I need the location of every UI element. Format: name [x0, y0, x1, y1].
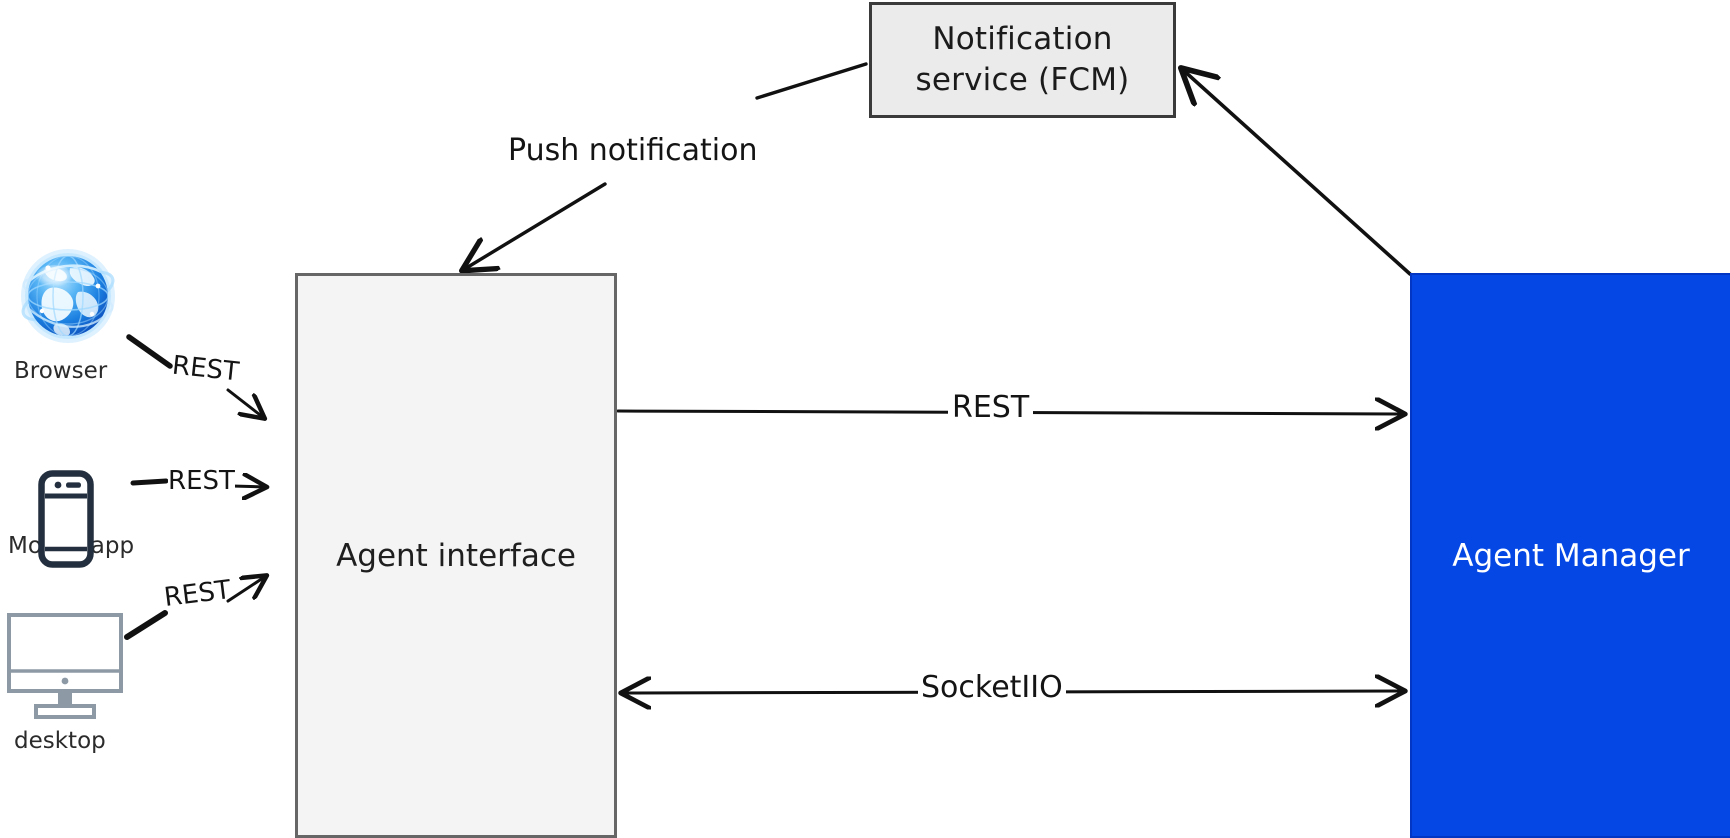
- edge-fcm-to-agent-interface: [463, 62, 868, 270]
- globe-icon: [21, 249, 115, 343]
- browser-client[interactable]: [6, 248, 134, 348]
- mobile-client[interactable]: [38, 470, 94, 568]
- desktop-caption: desktop: [14, 728, 106, 754]
- node-notification-service-line2: service (FCM): [915, 62, 1130, 98]
- desktop-client[interactable]: [6, 612, 126, 720]
- smartphone-icon: [38, 470, 94, 568]
- node-agent-manager[interactable]: Agent Manager: [1410, 273, 1730, 838]
- node-agent-manager-label: Agent Manager: [1452, 537, 1690, 574]
- edge-label-rest-mobile: REST: [168, 466, 235, 496]
- node-notification-service[interactable]: Notification service (FCM): [869, 2, 1176, 118]
- edge-desktop-to-agent-interface: [124, 576, 266, 640]
- edge-mobile-to-agent-interface: [130, 481, 266, 487]
- node-notification-service-line1: Notification: [932, 21, 1113, 58]
- browser-caption: Browser: [14, 358, 108, 384]
- node-notification-service-label: Notification service (FCM): [916, 19, 1130, 101]
- node-agent-interface-label: Agent interface: [336, 537, 576, 574]
- node-agent-interface[interactable]: Agent interface: [295, 273, 617, 838]
- edge-label-push-notification: Push notification: [508, 133, 758, 168]
- monitor-icon: [7, 613, 123, 719]
- edge-label-rest-agent-manager: REST: [948, 390, 1034, 425]
- edge-agent-manager-to-fcm: [1182, 69, 1412, 276]
- edge-browser-to-agent-interface: [126, 334, 264, 418]
- edge-label-socketio: SocketIIO: [918, 670, 1066, 705]
